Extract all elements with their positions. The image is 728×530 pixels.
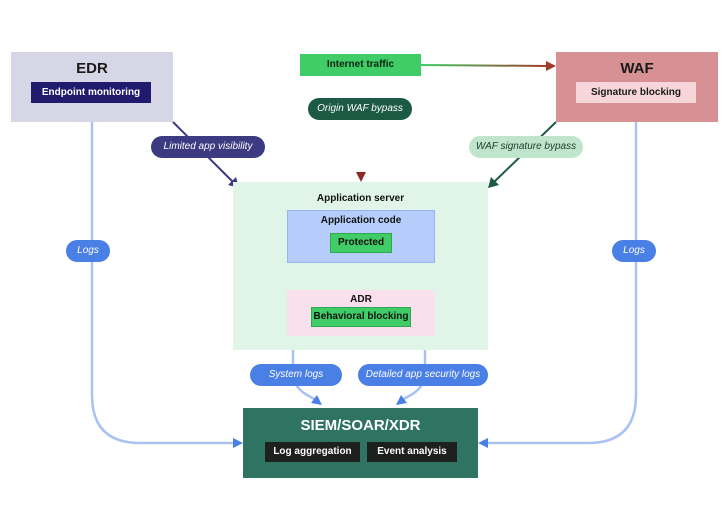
arrowhead-internet-to-app — [356, 172, 366, 182]
application-code-node: Application code Protected — [287, 210, 435, 263]
waf-title: WAF — [620, 60, 654, 77]
internet-traffic-node: Internet traffic — [300, 54, 421, 76]
edge-label-logs-right: Logs — [612, 240, 656, 262]
arrow-edr-logs-to-siem — [90, 122, 236, 445]
endpoint-monitoring-label: Endpoint monitoring — [31, 82, 151, 103]
arrowhead-edr-logs — [233, 438, 243, 448]
adr-node: ADR Behavioral blocking — [287, 290, 435, 336]
protected-label: Protected — [330, 233, 392, 253]
adr-title: ADR — [350, 294, 372, 305]
signature-blocking-label: Signature blocking — [576, 82, 696, 103]
edge-label-origin-waf-bypass: Origin WAF bypass — [308, 98, 412, 120]
arrowhead-system-logs — [311, 395, 322, 405]
event-analysis-label: Event analysis — [367, 442, 457, 462]
edr-node: EDR Endpoint monitoring — [11, 52, 173, 122]
arrowhead-detailed-logs — [396, 395, 407, 405]
arrowhead-waf-to-app — [488, 177, 499, 188]
application-code-title: Application code — [320, 215, 402, 226]
arrowhead-waf-logs — [478, 438, 488, 448]
edge-label-system-logs: System logs — [250, 364, 342, 386]
arrow-internet-to-waf — [420, 64, 549, 67]
log-aggregation-label: Log aggregation — [265, 442, 360, 462]
edr-title: EDR — [76, 60, 108, 77]
siem-node: SIEM/SOAR/XDR Log aggregation Event anal… — [243, 408, 478, 478]
arrow-waf-logs-to-siem — [485, 122, 638, 445]
behavioral-blocking-label: Behavioral blocking — [311, 307, 411, 327]
edge-label-limited-app-visibility: Limited app visibility — [151, 136, 265, 158]
siem-title: SIEM/SOAR/XDR — [300, 417, 421, 434]
edge-label-logs-left: Logs — [66, 240, 110, 262]
edge-label-detailed-app-security-logs: Detailed app security logs — [358, 364, 488, 386]
application-server-title: Application server — [316, 193, 405, 204]
waf-node: WAF Signature blocking — [556, 52, 718, 122]
arrowhead-internet-to-waf — [546, 61, 556, 71]
edge-label-waf-signature-bypass: WAF signature bypass — [469, 136, 583, 158]
